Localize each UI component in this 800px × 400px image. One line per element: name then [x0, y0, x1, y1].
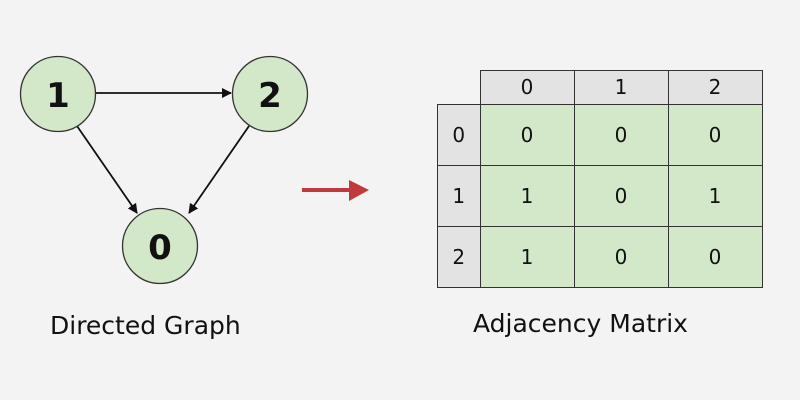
- node-label: 0: [148, 228, 172, 268]
- matrix-cell: 1: [667, 164, 763, 227]
- graph-node-2: 2: [231, 55, 309, 133]
- node-label: 1: [46, 76, 70, 116]
- col-header: 1: [573, 70, 669, 105]
- node-label: 2: [258, 76, 282, 116]
- matrix-cell: 1: [479, 164, 575, 227]
- matrix-cell: 0: [573, 164, 669, 227]
- adjacency-matrix: 0 1 2 0 0 0 0 1 1 0 1 2 1 0 0: [437, 70, 763, 288]
- matrix-cell: 0: [573, 103, 669, 166]
- row-header: 1: [437, 164, 481, 227]
- right-arrow-icon: [302, 180, 369, 201]
- matrix-row: 2 1 0 0: [437, 225, 763, 288]
- matrix-cell: 0: [667, 225, 763, 288]
- edge-1-0: [76, 125, 138, 214]
- col-header: 2: [667, 70, 763, 105]
- matrix-cell: 0: [573, 225, 669, 288]
- col-header: 0: [479, 70, 575, 105]
- matrix-row: 1 1 0 1: [437, 164, 763, 227]
- graph-node-0: 0: [121, 207, 199, 285]
- edge-2-0: [188, 125, 250, 214]
- matrix-cell: 0: [479, 103, 575, 166]
- graph-node-1: 1: [19, 55, 97, 133]
- matrix-cell: 0: [667, 103, 763, 166]
- graph-caption: Directed Graph: [50, 311, 241, 340]
- matrix-row: 0 0 0 0: [437, 103, 763, 166]
- matrix-header-row: 0 1 2: [438, 70, 763, 105]
- row-header: 2: [437, 225, 481, 288]
- matrix-caption: Adjacency Matrix: [473, 309, 688, 338]
- matrix-cell: 1: [479, 225, 575, 288]
- row-header: 0: [437, 103, 481, 166]
- matrix-corner: [438, 71, 481, 105]
